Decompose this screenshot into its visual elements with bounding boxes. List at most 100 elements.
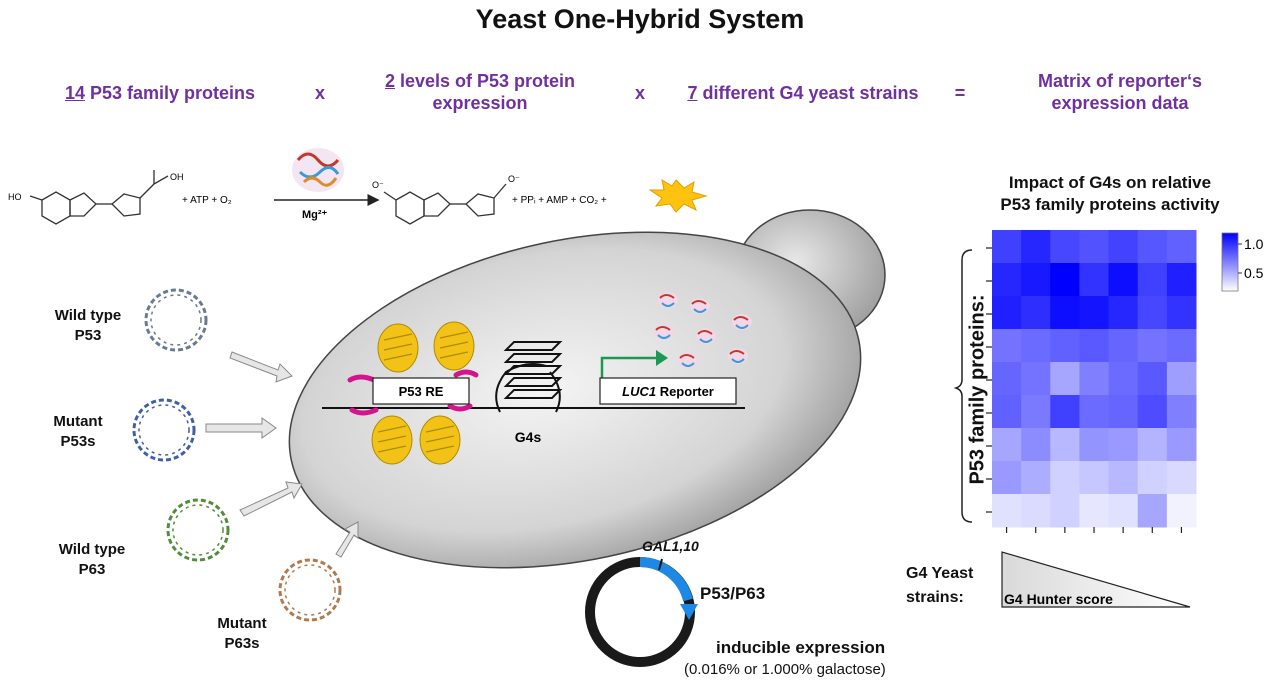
reporter-box	[599, 377, 737, 405]
heatmap-cell	[1166, 395, 1197, 429]
g4-strains-line1: G4 Yeast	[906, 565, 974, 582]
heatmap-cell	[1137, 296, 1168, 330]
g4-hunter-score-label: G4 Hunter score	[1004, 591, 1113, 607]
galactose-caption: (0.016% or 1.000% galactose)	[684, 661, 886, 678]
heatmap-cell	[1050, 230, 1080, 264]
reporter-gene-name: LUC1	[622, 384, 656, 399]
plasmid-mut-p53-l2: P53s	[60, 433, 96, 450]
p53-re-box	[372, 377, 470, 405]
plasmid-inner-strand	[172, 504, 224, 556]
g4s-label: G4s	[515, 429, 542, 445]
heatmap-cell	[1079, 230, 1110, 264]
plasmid-group	[132, 288, 342, 622]
expression-text-line1: levels of P53 protein	[394, 71, 576, 91]
heatmap-cell	[992, 461, 1022, 495]
heatmap-cell	[992, 494, 1022, 528]
heatmap-cell	[1166, 362, 1197, 396]
plasmid-wt-p53-l2: P53	[74, 327, 102, 344]
heatmap-title-line2: P53 family proteins activity	[1000, 195, 1220, 214]
equation-term-strains: 7 different G4 yeast strains	[668, 82, 938, 104]
heatmap-cell	[1108, 494, 1139, 528]
heatmap-cell	[1108, 395, 1139, 429]
heatmap-cell	[1021, 362, 1051, 396]
heatmap-cell	[992, 263, 1022, 297]
uptake-arrows	[205, 351, 359, 558]
heatmap-cell	[992, 230, 1022, 264]
heatmap-cell	[1021, 494, 1051, 528]
heatmap-cell	[1079, 263, 1110, 297]
heatmap-cell	[1108, 461, 1139, 495]
g4-strains-label: G4 Yeast strains:	[906, 562, 973, 610]
heatmap-cell	[992, 362, 1022, 396]
proteins-text: P53 family proteins	[84, 83, 256, 103]
heatmap-cell	[1050, 494, 1080, 528]
heatmap-cell	[1021, 395, 1051, 429]
heatmap-cell	[1079, 428, 1110, 462]
hydroxyl-label: HO	[8, 192, 22, 202]
luciferin-structure	[29, 170, 169, 225]
heatmap-cell	[1137, 461, 1168, 495]
times-sign-2: x	[634, 83, 645, 103]
heatmap-cell	[992, 329, 1022, 363]
heatmap-cell	[1137, 428, 1168, 462]
p53-p63-gene-label: P53/P63	[700, 584, 766, 603]
carboxyl-label: OH	[170, 172, 184, 182]
plasmid-mut-p63-l1: Mutant	[217, 615, 267, 632]
yeast-cell	[288, 231, 862, 569]
p53-re-label: P53 RE	[399, 384, 444, 399]
heatmap-cell	[1108, 329, 1139, 363]
reporter-word: Reporter	[656, 384, 714, 399]
light-burst-icon	[648, 178, 708, 213]
luciferase-enzyme	[292, 148, 344, 192]
heatmap-cell	[1108, 296, 1139, 330]
inducible-caption: inducible expression	[716, 638, 886, 657]
plasmid-ring	[144, 288, 208, 352]
heatmap-cell	[1021, 230, 1051, 264]
heatmap-cell	[1108, 230, 1139, 264]
heatmap-cell	[1137, 263, 1168, 297]
heatmap-cell	[1050, 263, 1080, 297]
oxy-anion-left: O⁻	[372, 180, 384, 190]
expression-count: 2	[384, 71, 395, 91]
heatmap-cell	[1108, 362, 1139, 396]
heatmap-cell	[1050, 428, 1080, 462]
heatmap-cell	[1166, 461, 1197, 495]
heatmap-ylabel: P53 family proteins:	[966, 294, 989, 485]
heatmap-cell	[1079, 362, 1110, 396]
heatmap-ticks	[986, 247, 1183, 533]
reactants-label: + ATP + O₂	[182, 195, 232, 206]
heatmap-title-line1: Impact of G4s on relative	[1008, 173, 1212, 192]
figure-title: Yeast One-Hybrid System	[475, 4, 805, 34]
heatmap-cell	[992, 296, 1022, 330]
heatmap-cell	[1137, 494, 1168, 528]
oxy-anion-right: O⁻	[508, 174, 520, 184]
proteins-count: 14	[64, 83, 85, 103]
heatmap-cell	[1050, 362, 1080, 396]
heatmap-cell	[1021, 329, 1051, 363]
times-sign-1: x	[314, 83, 325, 103]
heatmap-cell	[1079, 461, 1110, 495]
heatmap-cell	[1108, 263, 1139, 297]
gal-promoter-label: GAL1,10	[642, 538, 699, 554]
colorbar-label-low: 0.5	[1244, 265, 1264, 281]
heatmap-cell	[1137, 362, 1168, 396]
heatmap-cell	[1050, 296, 1080, 330]
heatmap-cell	[1137, 230, 1168, 264]
heatmap-cell	[1079, 329, 1110, 363]
plasmid-ring	[278, 558, 342, 622]
heatmap-cell	[1137, 395, 1168, 429]
heatmap-cell	[1050, 329, 1080, 363]
heatmap-cell	[1021, 263, 1051, 297]
oxyluciferin-structure	[383, 183, 507, 225]
reporter-label: LUC1 Reporter	[622, 384, 714, 399]
plasmid-mut-p53-l1: Mutant	[53, 413, 103, 430]
plasmid-wt-p63-l1: Wild type	[58, 541, 126, 558]
expression-text-line2: expression	[432, 93, 528, 113]
colorbar	[1221, 232, 1239, 292]
heatmap-title: Impact of G4s on relative P53 family pro…	[960, 172, 1260, 216]
